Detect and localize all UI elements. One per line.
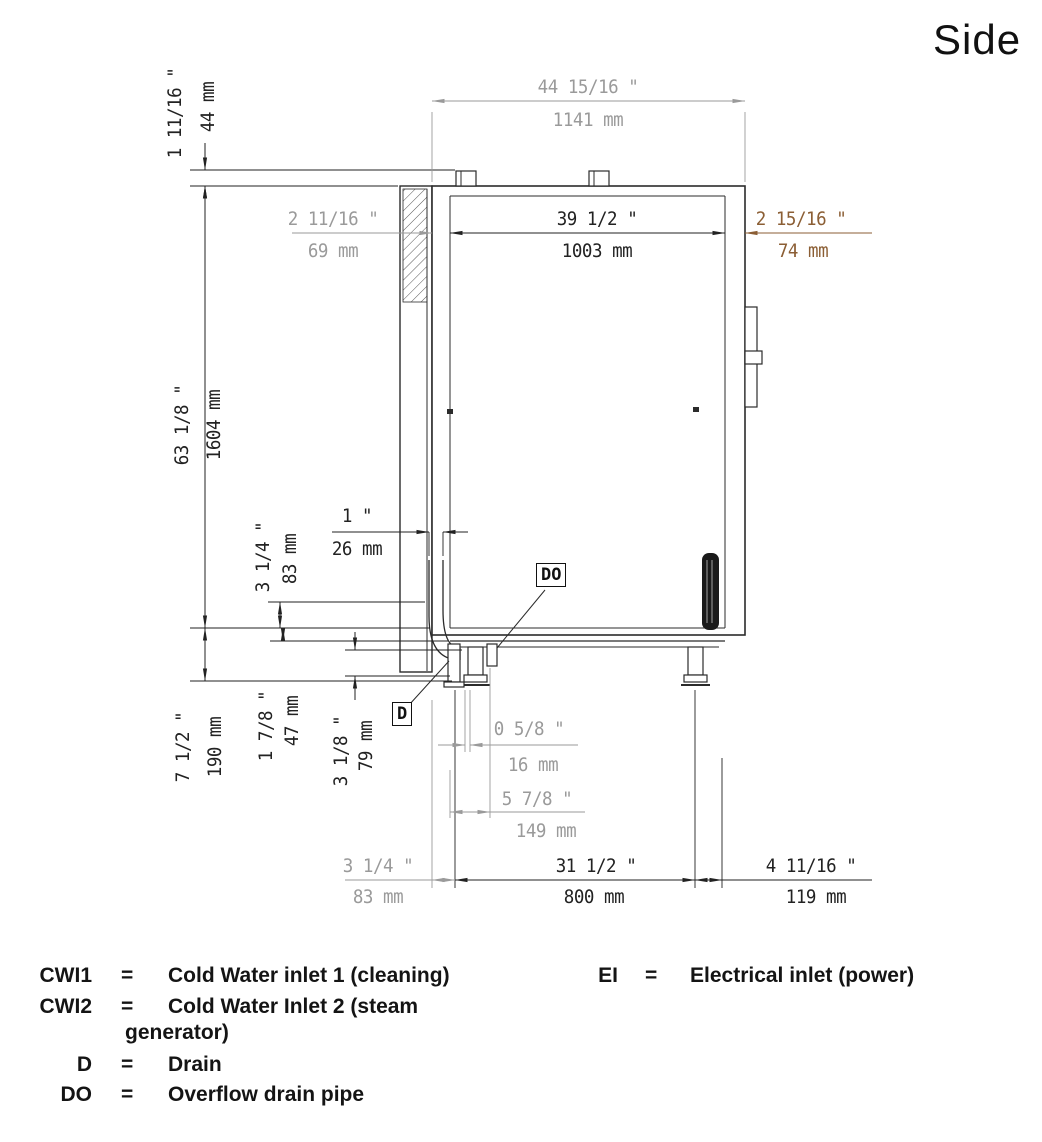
legend-abbr-ei: EI (598, 964, 618, 987)
control-component (702, 553, 719, 630)
legend-eq: = (645, 964, 658, 987)
dim-chamber-depth-mm: 1003 mm (561, 240, 633, 262)
legend-eq: = (121, 1053, 134, 1076)
oven-body (431, 185, 746, 636)
legend-desc-cwi1: Cold Water inlet 1 (cleaning) (168, 964, 450, 987)
dim-drain-gap-mm: 47 mm (281, 695, 303, 747)
legend-eq: = (121, 1083, 134, 1106)
legend-abbr-d: D (76, 1053, 92, 1076)
right-leg (687, 646, 704, 676)
dim-pipe-diameter-in: 1 " (341, 505, 373, 527)
view-title: Side (933, 16, 1022, 63)
dim-overflow-depth-in: 5 7/8 " (501, 788, 573, 810)
do-leader-line (496, 589, 546, 649)
dim-rear-offset-in: 2 15/16 " (755, 208, 847, 230)
legend-desc-ei: Electrical inlet (power) (690, 964, 915, 987)
dim-base-height-in: 7 1/2 " (172, 711, 194, 783)
legend-abbr-do: DO (60, 1083, 93, 1106)
legend-desc-do: Overflow drain pipe (168, 1083, 365, 1106)
dim-height-overall-mm: 1604 mm (203, 389, 225, 461)
dim-lines-primary (190, 143, 872, 888)
dim-door-offset-in: 2 11/16 " (287, 208, 379, 230)
dim-base-height-mm: 190 mm (204, 716, 226, 778)
drain-plumbing (428, 560, 498, 688)
legend-eq: = (121, 995, 134, 1018)
rear-handle-tab (744, 350, 763, 365)
legend-desc-d: Drain (168, 1053, 222, 1076)
dim-foot-front-mm: 83 mm (352, 886, 404, 908)
dim-drain-lower-mm: 79 mm (355, 720, 377, 772)
dim-door-offset-mm: 69 mm (307, 240, 359, 262)
drain-label-box: D (392, 702, 413, 726)
dim-overflow-offset-mm: 16 mm (507, 754, 559, 776)
door-hatch (402, 188, 428, 303)
dim-drain-upper-in: 3 1/4 " (252, 521, 274, 593)
dim-foot-rear-in: 4 11/16 " (765, 855, 857, 877)
dim-lines-secondary (292, 98, 746, 888)
dim-overflow-depth-mm: 149 mm (515, 820, 577, 842)
overflow-pipe (486, 643, 498, 667)
top-flange-right (588, 170, 610, 187)
overflow-label-box: DO (536, 563, 567, 587)
top-flange-left (455, 170, 477, 187)
dim-drain-lower-in: 3 1/8 " (330, 715, 352, 787)
dim-foot-front-in: 3 1/4 " (342, 855, 414, 877)
dim-chamber-depth-in: 39 1/2 " (556, 208, 638, 230)
dim-depth-overall-in: 44 15/16 " (537, 76, 639, 98)
dim-drain-upper-mm: 83 mm (279, 533, 301, 585)
dim-overflow-offset-in: 0 5/8 " (493, 718, 565, 740)
side-view-drawing (190, 98, 872, 888)
left-leg (467, 646, 484, 676)
dim-foot-spacing-in: 31 1/2 " (555, 855, 637, 877)
d-leader-line (408, 660, 450, 706)
dim-height-overall-in: 63 1/8 " (171, 384, 193, 466)
dim-rear-offset-mm: 74 mm (777, 240, 829, 262)
left-foot (463, 674, 488, 683)
legend-abbr-cwi2: CWI2 (39, 995, 93, 1018)
legend-abbr-cwi1: CWI1 (39, 964, 93, 987)
right-foot (683, 674, 708, 683)
legend-desc-cwi2: Cold Water Inlet 2 (steam generator) (125, 995, 419, 1044)
dim-foot-rear-mm: 119 mm (785, 886, 847, 908)
drawing-lines (399, 170, 763, 706)
dim-foot-spacing-mm: 800 mm (563, 886, 625, 908)
legend-eq: = (121, 964, 134, 987)
base-frame (450, 640, 725, 686)
dim-drain-gap-in: 1 7/8 " (255, 690, 277, 762)
dim-pipe-diameter-mm: 26 mm (331, 538, 383, 560)
dim-depth-overall-mm: 1141 mm (552, 109, 624, 131)
dim-top-flange-in: 1 11/16 " (164, 67, 186, 159)
dim-top-flange-mm: 44 mm (197, 81, 219, 133)
